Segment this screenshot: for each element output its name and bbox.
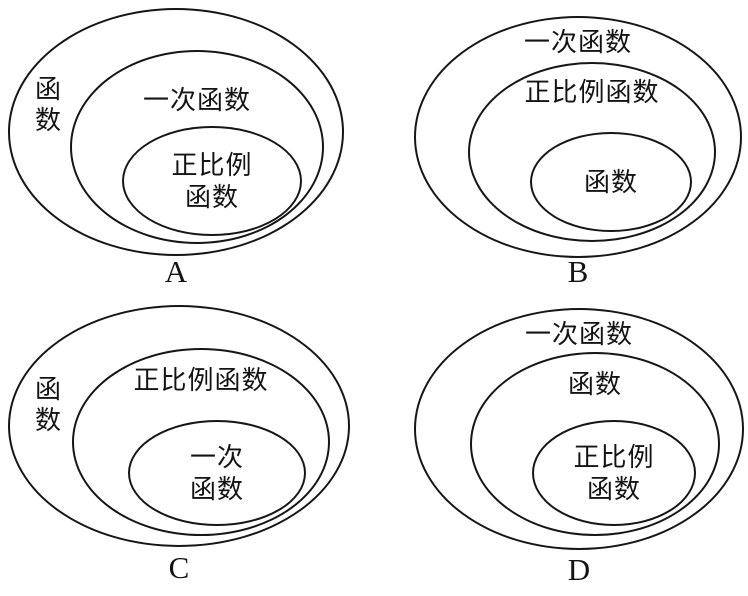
diagram-a: 函数 一次函数 正比例 函数 A [0,0,374,298]
inner-set-label: 一次 函数 [189,441,244,505]
middle-ellipse [468,62,716,242]
middle-set-label: 一次函数 [142,85,251,115]
middle-ellipse [72,348,330,536]
diagram-caption: B [567,254,589,289]
outer-set-label: 函数 [34,74,61,136]
middle-set-label: 正比例函数 [133,365,269,395]
outer-set-label: 一次函数 [523,27,632,57]
diagram-c: 函数 正比例函数 一次 函数 C [0,298,374,596]
outer-ellipse [8,8,344,256]
diagram-b: 一次函数 正比例函数 函数 B [374,0,748,298]
outer-ellipse [8,305,350,547]
inner-ellipse [128,420,306,526]
inner-set-label: 正比例 函数 [171,149,253,213]
diagram-d: 一次函数 函数 正比例 函数 D [374,298,748,596]
inner-ellipse [530,132,692,232]
inner-set-label: 正比例 函数 [573,441,655,505]
inner-set-label: 函数 [583,166,638,197]
inner-ellipse [532,420,696,526]
outer-ellipse [414,308,744,550]
outer-set-label: 函数 [34,374,61,436]
middle-set-label: 函数 [567,369,622,399]
diagram-caption: A [164,254,188,289]
diagram-caption: D [567,552,591,587]
outer-set-label: 一次函数 [524,319,633,349]
middle-set-label: 正比例函数 [524,77,660,107]
diagram-caption: C [168,550,190,585]
middle-ellipse [70,50,324,244]
inner-ellipse [122,126,302,236]
outer-ellipse [414,16,742,258]
middle-ellipse [470,352,720,536]
